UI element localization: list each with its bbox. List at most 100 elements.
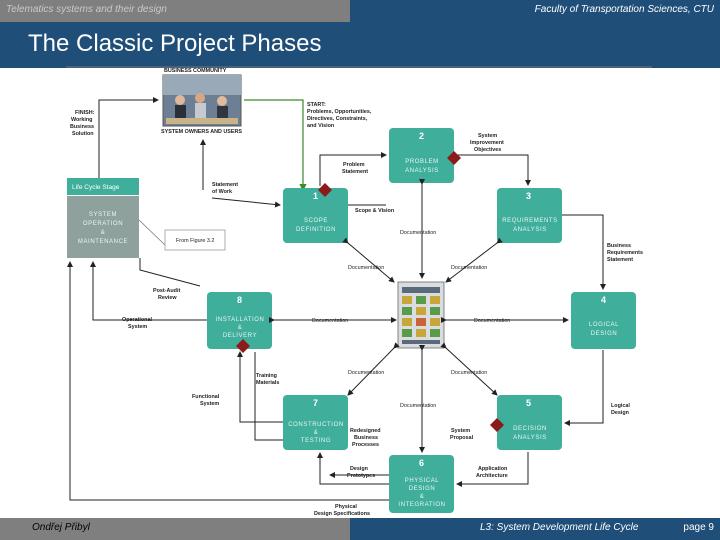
repository-icon bbox=[397, 281, 445, 349]
svg-text:2: 2 bbox=[419, 131, 424, 141]
svg-text:PROBLEM: PROBLEM bbox=[405, 159, 439, 165]
svg-text:System: System bbox=[478, 133, 497, 139]
svg-text:Review: Review bbox=[158, 295, 177, 301]
phase-8-box: 8 INSTALLATION & DELIVERY bbox=[207, 292, 272, 349]
svg-text:&: & bbox=[314, 430, 319, 436]
svg-text:Redesigned: Redesigned bbox=[350, 428, 381, 434]
svg-text:LOGICAL: LOGICAL bbox=[589, 322, 619, 328]
svg-text:Physical: Physical bbox=[335, 504, 357, 510]
documentation-label: Documentation bbox=[348, 370, 384, 376]
svg-text:Design: Design bbox=[611, 410, 629, 416]
lecture-title: L3: System Development Life Cycle bbox=[480, 522, 639, 533]
business-requirements-label: Business Requirements Statement bbox=[607, 243, 643, 263]
svg-text:INSTALLATION: INSTALLATION bbox=[216, 317, 265, 323]
svg-text:ANALYSIS: ANALYSIS bbox=[513, 435, 547, 441]
title-band bbox=[0, 22, 720, 68]
design-prototypes-label: Design Prototypes bbox=[347, 466, 375, 479]
milestone-diamond bbox=[447, 151, 461, 165]
owners-users-label: SYSTEM OWNERS AND USERS bbox=[161, 129, 242, 135]
svg-text:6: 6 bbox=[419, 458, 424, 468]
arrow-7-8 bbox=[237, 351, 283, 423]
svg-text:Working: Working bbox=[71, 117, 92, 123]
arrow-4-5 bbox=[564, 350, 604, 426]
svg-text:Architecture: Architecture bbox=[476, 473, 508, 479]
svg-text:Proposal: Proposal bbox=[450, 435, 474, 441]
milestone-diamond bbox=[318, 183, 332, 197]
svg-text:Design Specifications: Design Specifications bbox=[314, 511, 370, 517]
svg-text:5: 5 bbox=[526, 398, 531, 408]
svg-text:PHYSICAL: PHYSICAL bbox=[405, 478, 440, 484]
documentation-label: Documentation bbox=[400, 230, 436, 236]
svg-text:DESIGN: DESIGN bbox=[409, 486, 436, 492]
svg-text:Statement: Statement bbox=[342, 169, 368, 175]
header-left-bar: Telematics systems and their design bbox=[0, 0, 350, 22]
phase-6-box: 6 PHYSICAL DESIGN & INTEGRATION bbox=[389, 455, 454, 513]
svg-text:Business: Business bbox=[70, 124, 94, 130]
svg-text:Training: Training bbox=[256, 373, 277, 379]
svg-text:Statement: Statement bbox=[607, 257, 633, 263]
svg-text:REQUIREMENTS: REQUIREMENTS bbox=[502, 218, 558, 224]
business-community-label: BUSINESS COMMUNITY bbox=[164, 68, 227, 74]
svg-text:Solution: Solution bbox=[72, 131, 94, 137]
svg-text:FINISH:: FINISH: bbox=[75, 110, 95, 116]
business-community-photo bbox=[162, 74, 242, 127]
phase-2-box: 2 PROBLEM ANALYSIS bbox=[389, 128, 454, 183]
documentation-label: Documentation bbox=[451, 370, 487, 376]
svg-text:4: 4 bbox=[601, 295, 606, 305]
system-proposal-label: System Proposal bbox=[450, 428, 474, 441]
functional-system-line bbox=[254, 352, 283, 441]
problem-statement-label: Problem Statement bbox=[342, 162, 368, 175]
svg-text:DECISION: DECISION bbox=[513, 426, 547, 432]
svg-text:&: & bbox=[420, 494, 425, 500]
header-right-bar: Faculty of Transportation Sciences, CTU bbox=[350, 0, 720, 22]
documentation-label: Documentation bbox=[451, 265, 487, 271]
svg-text:7: 7 bbox=[313, 398, 318, 408]
slide-title: The Classic Project Phases bbox=[28, 30, 322, 57]
author-name: Ondřej Přibyl bbox=[32, 522, 90, 533]
svg-text:Objectives: Objectives bbox=[474, 147, 501, 153]
svg-text:Design: Design bbox=[350, 466, 368, 472]
svg-text:Materials: Materials bbox=[256, 380, 279, 386]
arrow-8-operation bbox=[90, 261, 207, 321]
svg-text:Operational: Operational bbox=[122, 317, 152, 323]
start-label: START: Problems, Opportunities, Directiv… bbox=[307, 102, 372, 129]
documentation-label: Documentation bbox=[312, 318, 348, 324]
finish-arrow bbox=[98, 100, 158, 180]
svg-text:System: System bbox=[128, 324, 147, 330]
arrow-1-2 bbox=[319, 152, 387, 186]
svg-text:CONSTRUCTION: CONSTRUCTION bbox=[288, 422, 344, 428]
svg-text:&: & bbox=[238, 325, 243, 331]
from-figure-label: From Figure 3.2 bbox=[176, 238, 214, 244]
svg-text:Processes: Processes bbox=[352, 442, 379, 448]
application-architecture-label: Application Architecture bbox=[476, 466, 508, 479]
figure-ref-box bbox=[164, 229, 226, 251]
documentation-label: Documentation bbox=[348, 265, 384, 271]
milestone-diamond bbox=[490, 418, 504, 432]
scope-vision-label: Scope & Vision bbox=[355, 208, 394, 214]
svg-text:8: 8 bbox=[237, 295, 242, 305]
svg-text:SYSTEM: SYSTEM bbox=[89, 212, 117, 218]
svg-text:START:: START: bbox=[307, 102, 326, 108]
svg-text:System: System bbox=[451, 428, 470, 434]
arrow-6-7 bbox=[317, 452, 389, 485]
faculty-name: Faculty of Transportation Sciences, CTU bbox=[534, 4, 714, 15]
figure-ref-line bbox=[138, 219, 166, 246]
documentation-label: Documentation bbox=[474, 318, 510, 324]
svg-text:Problem: Problem bbox=[343, 162, 365, 168]
page-number: page 9 bbox=[683, 522, 714, 533]
svg-text:SCOPE: SCOPE bbox=[304, 218, 328, 224]
doc-link-3 bbox=[445, 237, 503, 283]
svg-text:ANALYSIS: ANALYSIS bbox=[405, 168, 439, 174]
doc-link-5 bbox=[440, 342, 498, 396]
operational-system-label: Operational System bbox=[122, 317, 152, 330]
svg-text:Prototypes: Prototypes bbox=[347, 473, 375, 479]
footer-left-bar: Ondřej Přibyl bbox=[0, 518, 350, 540]
svg-text:Problems, Opportunities,: Problems, Opportunities, bbox=[307, 109, 372, 115]
lifecycle-stage-box: Life Cycle Stage SYSTEM OPERATION & MAIN… bbox=[67, 178, 139, 258]
svg-text:Statement: Statement bbox=[212, 182, 238, 188]
svg-text:TESTING: TESTING bbox=[301, 438, 331, 444]
logical-design-label: Logical Design bbox=[611, 403, 630, 416]
phase-7-box: 7 CONSTRUCTION & TESTING bbox=[283, 395, 348, 450]
statement-of-work-label: Statement of Work bbox=[212, 182, 238, 195]
